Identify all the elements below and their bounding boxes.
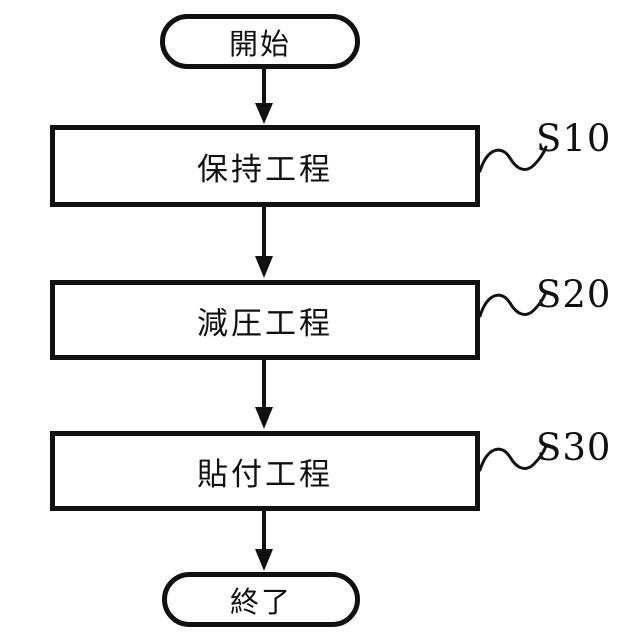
- arrow-step2-to-step3: [255, 360, 273, 429]
- end-terminal: 終了: [162, 572, 360, 627]
- process-box-step3: 貼付工程: [50, 431, 480, 511]
- leader-squiggle-s10: [478, 145, 548, 173]
- start-terminal: 開始: [160, 14, 360, 69]
- leader-squiggle-s20: [478, 290, 548, 318]
- step-id-label-s10: S10: [536, 117, 612, 160]
- end-terminal-label: 終了: [229, 586, 292, 619]
- step-id-label-s20: S20: [536, 273, 612, 316]
- process-box-step2: 減圧工程: [50, 280, 480, 360]
- arrow-start-to-step1: [255, 67, 273, 124]
- process-box-step1: 保持工程: [50, 125, 480, 207]
- process-box-step3-label: 貼付工程: [197, 456, 333, 492]
- start-terminal-label: 開始: [228, 28, 291, 61]
- leader-squiggle-s30: [478, 444, 548, 472]
- process-box-step1-label: 保持工程: [197, 151, 333, 187]
- arrow-step1-to-step2: [255, 207, 273, 278]
- arrow-step3-to-end: [255, 511, 273, 571]
- process-box-step2-label: 減圧工程: [197, 305, 333, 341]
- step-id-label-s30: S30: [536, 426, 612, 469]
